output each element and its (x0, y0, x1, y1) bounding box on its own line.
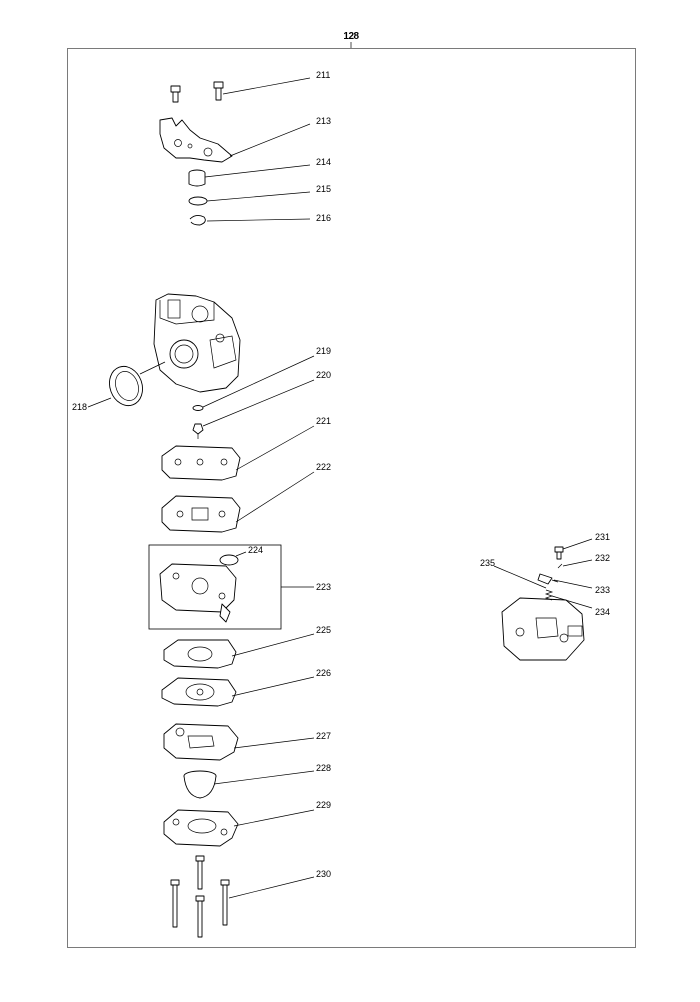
callout-226: 226 (316, 668, 331, 678)
screw-cap-icon (188, 169, 206, 187)
leader-213 (229, 123, 311, 157)
diaphragm-icon (161, 677, 237, 707)
callout-216: 216 (316, 213, 331, 223)
leader-214 (204, 164, 311, 178)
callout-234: 234 (595, 607, 610, 617)
pump-body-icon (501, 597, 585, 661)
throttle-lever-plate-icon (159, 117, 233, 163)
callout-232: 232 (595, 553, 610, 563)
callout-213: 213 (316, 116, 331, 126)
metering-cover-icon (159, 563, 237, 623)
leader-215 (206, 191, 311, 202)
leader-218 (87, 397, 112, 408)
callout-218: 218 (72, 402, 87, 412)
leader-226 (231, 676, 315, 697)
leader-230 (228, 876, 315, 899)
needle-valve-icon (537, 573, 559, 585)
leader-233 (553, 579, 593, 589)
bolt-icon (554, 546, 564, 560)
o-ring-icon (219, 554, 239, 566)
gasket-icon (161, 445, 241, 481)
callout-230: 230 (316, 869, 331, 879)
callout-224: 224 (248, 545, 263, 555)
washer-icon (192, 405, 204, 411)
callout-215: 215 (316, 184, 331, 194)
callout-211: 211 (316, 70, 330, 80)
gasket-icon (163, 639, 237, 669)
callout-220: 220 (316, 370, 331, 380)
callout-229: 229 (316, 800, 331, 810)
spring-icon (544, 589, 554, 601)
callout-221: 221 (316, 416, 331, 426)
primer-bulb-icon (183, 770, 217, 799)
needle-valve-icon (192, 423, 204, 439)
leader-221 (235, 425, 315, 471)
leader-225 (231, 633, 315, 657)
callout-235: 235 (480, 558, 495, 568)
leader-219 (202, 355, 315, 408)
diagram-frame (67, 48, 636, 948)
leader-231 (562, 538, 593, 550)
callout-228: 228 (316, 763, 331, 773)
leader-229 (233, 809, 315, 827)
e-clip-icon (189, 214, 206, 226)
page-number: 128 (343, 31, 359, 42)
leader-228 (213, 770, 315, 785)
callout-214: 214 (316, 157, 331, 167)
callout-223: 223 (316, 582, 331, 592)
bolt-icon (170, 81, 224, 103)
callout-227: 227 (316, 731, 331, 741)
o-ring-icon (188, 196, 208, 206)
callout-231: 231 (595, 532, 610, 542)
seal-ring-icon (109, 365, 143, 407)
pump-body-icon (163, 723, 239, 761)
leader-220 (202, 379, 315, 427)
leader-222 (235, 471, 315, 523)
carburetor-body-icon (153, 293, 241, 393)
leader-216 (206, 218, 311, 222)
leader-227 (233, 737, 315, 749)
leader-211 (222, 77, 311, 95)
callout-222: 222 (316, 462, 331, 472)
leader-235 (493, 565, 547, 589)
callout-233: 233 (595, 585, 610, 595)
e-clip-icon (557, 563, 563, 569)
gasket-icon (161, 495, 241, 533)
leader-218-a (139, 361, 166, 375)
callout-219: 219 (316, 346, 331, 356)
callout-225: 225 (316, 625, 331, 635)
screw-icon (170, 855, 230, 938)
metering-cover-icon (163, 809, 239, 847)
leader-224 (235, 551, 247, 557)
leader-232 (562, 559, 593, 567)
leader-234 (551, 595, 593, 609)
